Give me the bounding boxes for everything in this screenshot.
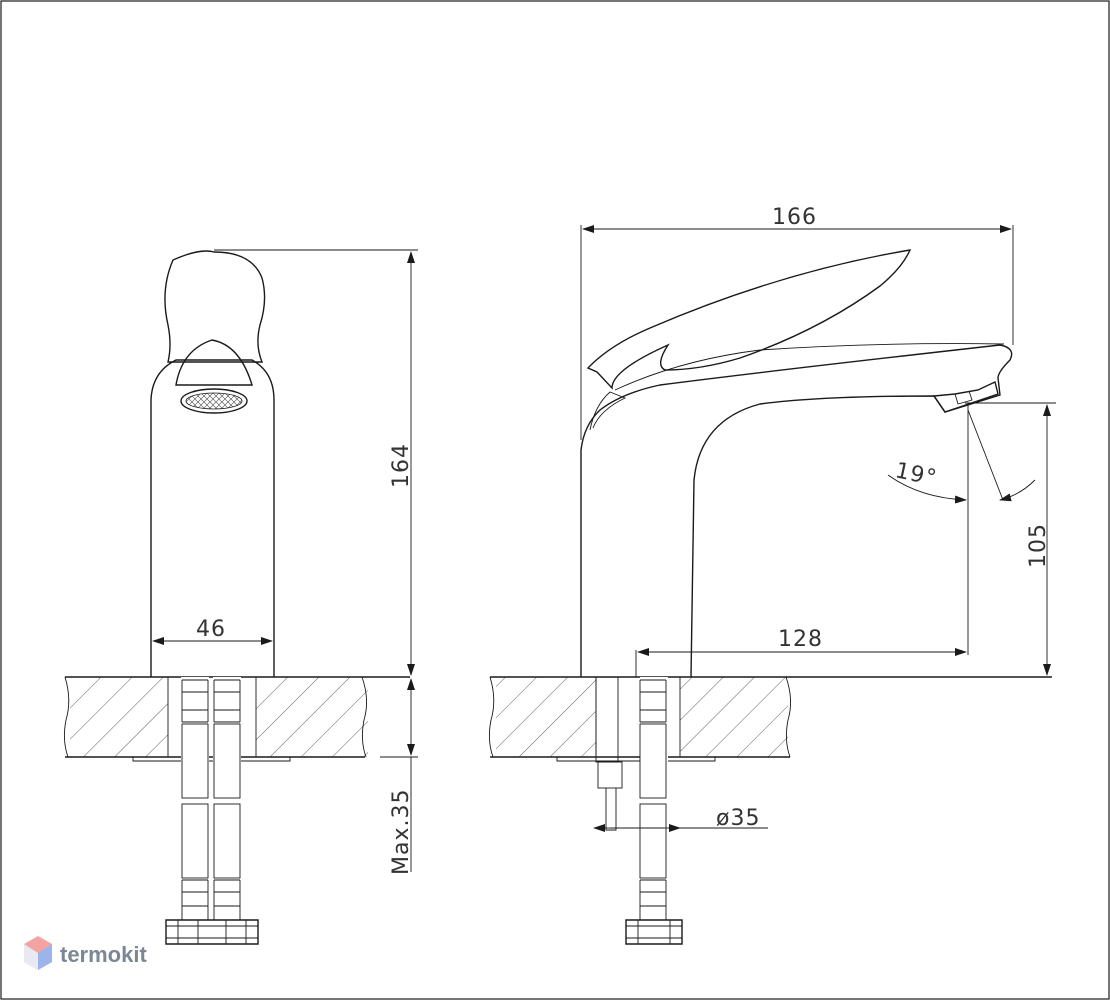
side-handle — [586, 249, 912, 390]
side-fittings — [595, 676, 683, 945]
dim-spout-reach: 128 — [778, 627, 823, 652]
brand-logo: termokit — [24, 936, 147, 970]
front-countertop — [63, 676, 410, 762]
dim-spout-height: 105 — [1026, 523, 1051, 568]
dim-front-height: 164 — [389, 443, 414, 488]
dim-angle: 19° — [893, 458, 939, 491]
front-body — [150, 359, 275, 677]
dim-hole-diameter: ø35 — [716, 806, 760, 831]
front-view: 164 46 Max.35 — [63, 249, 418, 945]
side-countertop — [488, 676, 1052, 762]
front-hoses — [165, 677, 259, 945]
side-view: 166 105 128 19° ø35 — [488, 205, 1056, 945]
front-handle — [164, 250, 266, 363]
brand-name: termokit — [60, 942, 147, 967]
dim-max-deck: Max.35 — [389, 789, 414, 875]
dim-side-length: 166 — [772, 205, 817, 230]
dim-front-width: 46 — [196, 617, 226, 642]
aerator — [180, 388, 248, 414]
